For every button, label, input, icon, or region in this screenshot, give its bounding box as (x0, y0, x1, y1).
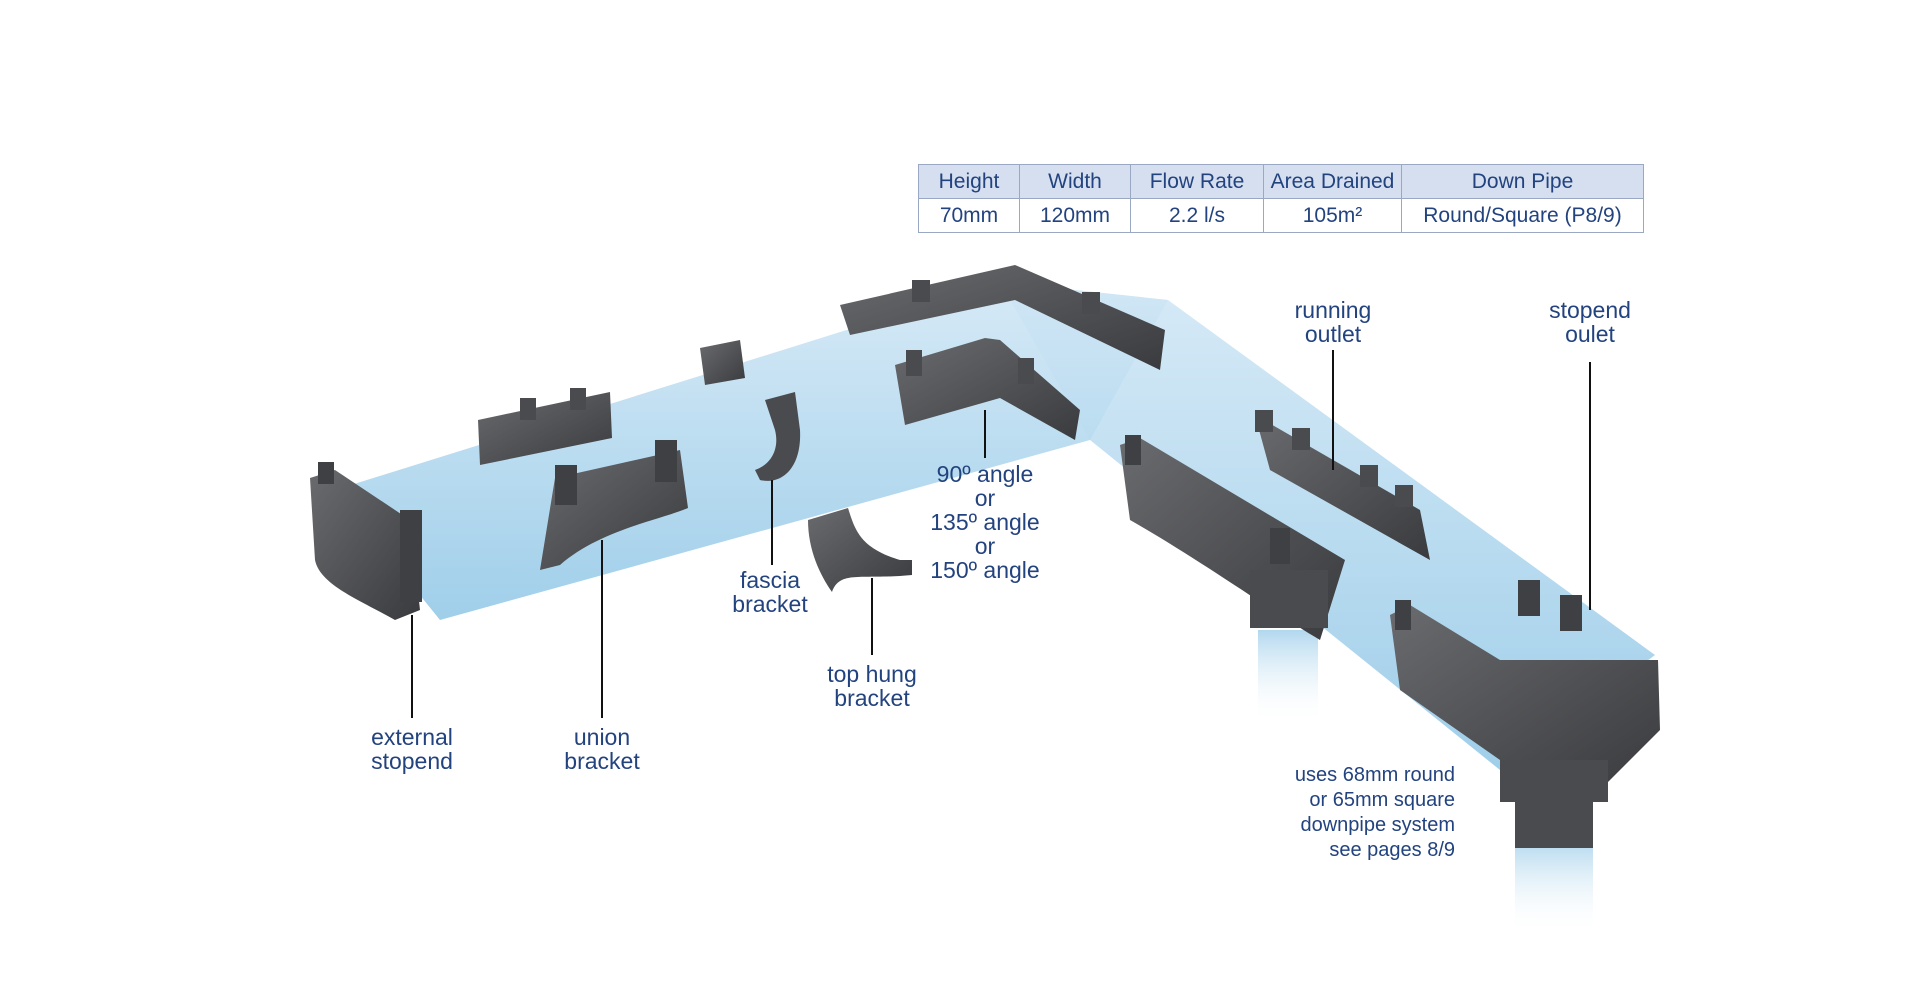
spec-table-header-row: Height Width Flow Rate Area Drained Down… (918, 164, 1644, 199)
stopend-outlet-shape (1390, 605, 1660, 790)
fascia-bracket-shape (700, 340, 745, 385)
label-fascia-bracket: fascia bracket (732, 567, 808, 617)
right-gutter-run (1000, 282, 1655, 770)
running-outlet-back (1255, 415, 1430, 560)
label-angle: 90º angle or 135º angle or 150º angle (930, 461, 1040, 583)
spec-value-width: 120mm (1019, 198, 1131, 233)
spec-header-area-drained: Area Drained (1263, 164, 1402, 199)
spec-value-flow-rate: 2.2 l/s (1130, 198, 1264, 233)
external-stopend-shape (310, 470, 420, 620)
spec-value-down-pipe: Round/Square (P8/9) (1401, 198, 1644, 233)
union-bracket-back (478, 392, 612, 465)
label-running-outlet: running outlet (1294, 297, 1372, 347)
spec-value-height: 70mm (918, 198, 1020, 233)
spec-table: Height Width Flow Rate Area Drained Down… (918, 164, 1644, 233)
label-external-stopend: external stopend (371, 724, 453, 774)
label-union-bracket: union bracket (564, 724, 640, 774)
spec-header-height: Height (918, 164, 1020, 199)
callout-leaders (411, 350, 1591, 718)
spec-header-down-pipe: Down Pipe (1401, 164, 1644, 199)
spec-header-flow-rate: Flow Rate (1130, 164, 1264, 199)
spec-header-width: Width (1019, 164, 1131, 199)
top-hung-bracket-shape (808, 508, 912, 592)
label-stopend-outlet: stopend oulet (1549, 297, 1631, 347)
label-downpipe-note: uses 68mm round or 65mm square downpipe … (1294, 764, 1455, 861)
angle-corner-front (895, 338, 1080, 440)
spec-value-area-drained: 105m² (1263, 198, 1402, 233)
spec-table-value-row: 70mm 120mm 2.2 l/s 105m² Round/Square (P… (918, 198, 1644, 233)
stopend-outlet-downpipe-glow (1515, 840, 1593, 935)
running-outlet-downpipe-glow (1258, 630, 1318, 725)
label-top-hung-bracket: top hung bracket (827, 661, 917, 711)
